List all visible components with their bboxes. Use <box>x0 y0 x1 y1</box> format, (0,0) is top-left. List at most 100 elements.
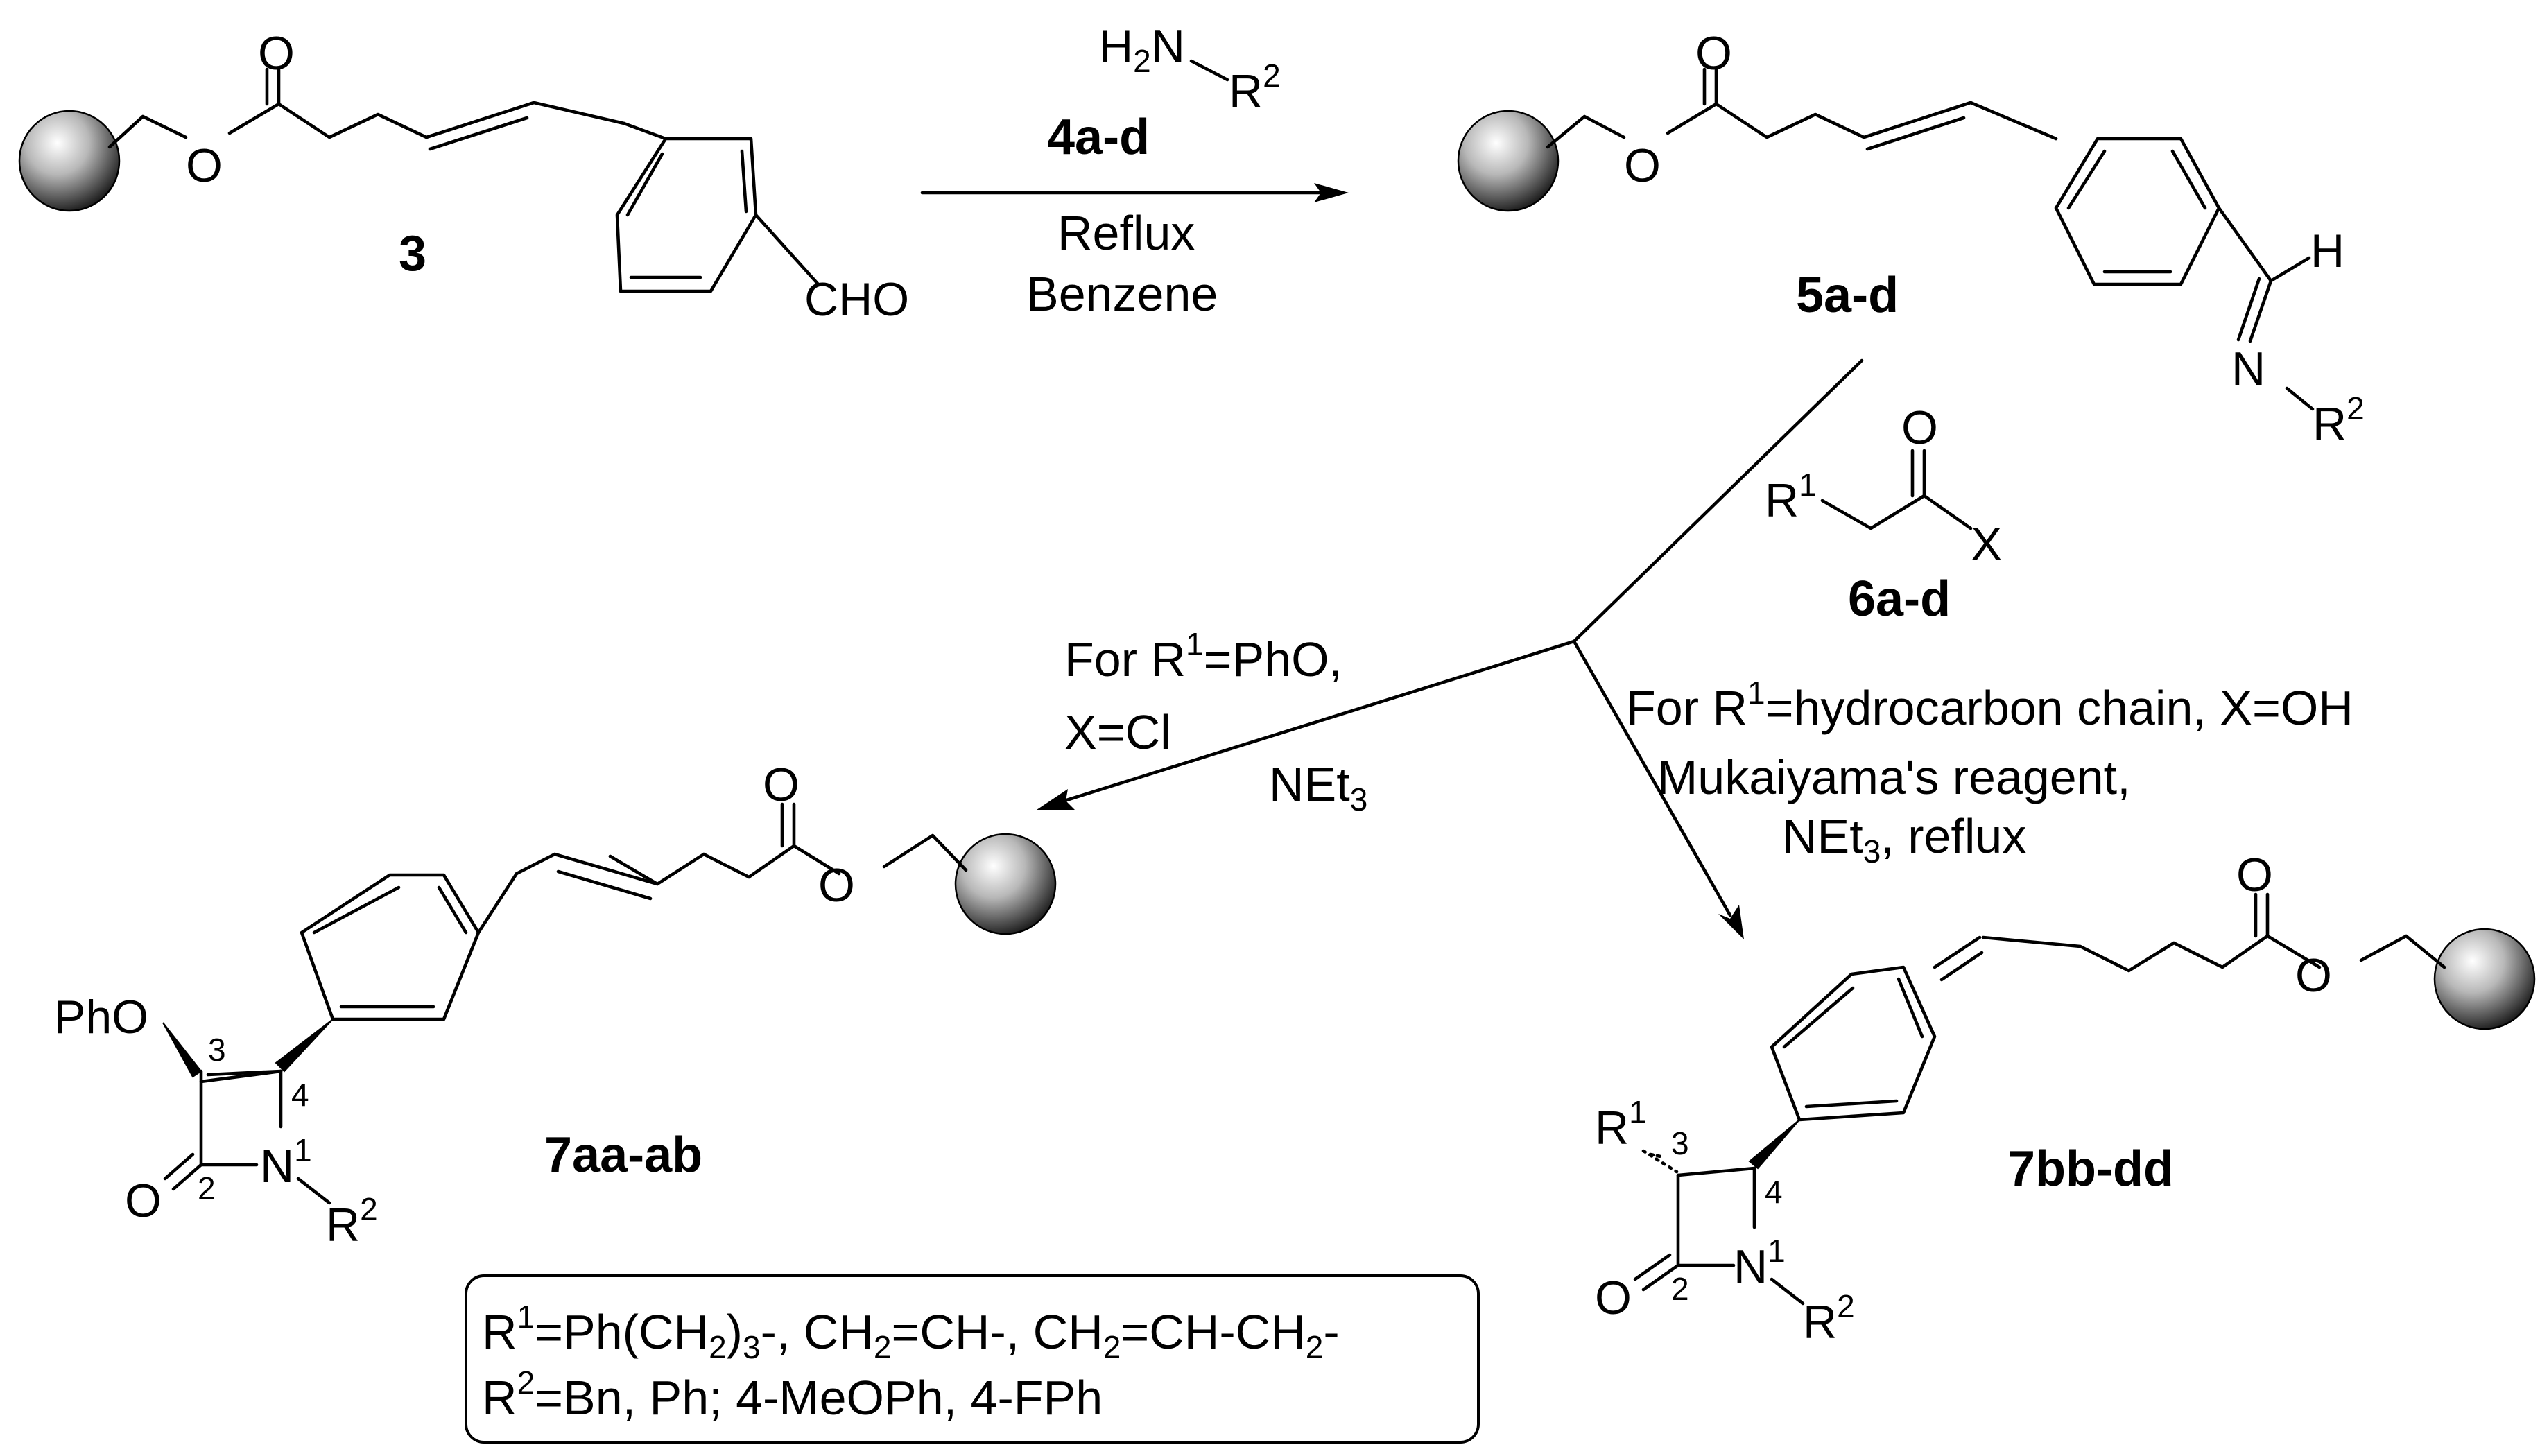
c6-r: R <box>1765 474 1799 527</box>
legend-r2: R <box>482 1371 517 1425</box>
compound-5-label: 5a-d <box>1796 268 1899 323</box>
legend-r1-part-d: =CH-, CH <box>891 1305 1103 1359</box>
amine-r: R <box>1229 65 1263 118</box>
compound-6-structure: R1 O X 6a-d <box>1765 401 2002 627</box>
left-condition-base-subscript: 3 <box>1350 781 1368 817</box>
right-condition-r1: For R <box>1626 681 1747 735</box>
svg-text:R1=Ph(CH2)3-, CH2=CH-, CH2=CH-: R1=Ph(CH2)3-, CH2=CH-, CH2=CH-CH2- <box>482 1299 1340 1365</box>
c5-r-superscript: 2 <box>2347 390 2365 426</box>
svg-text:R2: R2 <box>326 1191 378 1251</box>
legend-r1-sub3: 2 <box>874 1329 892 1365</box>
right-condition-base: NEt <box>1782 809 1863 863</box>
right-condition-r1-value: =hydrocarbon chain, X=OH <box>1765 681 2353 735</box>
legend-r1-part-a: =Ph(CH <box>535 1305 709 1359</box>
c7b-locant-3: 3 <box>1671 1125 1689 1161</box>
c7b-lactam-nitrogen: N <box>1734 1240 1768 1293</box>
c7a-r-superscript: 2 <box>360 1191 378 1227</box>
right-condition-reflux: , reflux <box>1881 809 2026 863</box>
svg-text:For R1=hydrocarbon chain, X=OH: For R1=hydrocarbon chain, X=OH <box>1626 675 2353 735</box>
legend-r1-part-c: -, CH <box>761 1305 874 1359</box>
c5-carbonyl-oxygen: O <box>1695 27 1732 80</box>
c6-carbonyl-oxygen: O <box>1901 401 1938 454</box>
svg-text:N1: N1 <box>260 1132 312 1193</box>
compound-3-label: 3 <box>399 226 426 281</box>
resin-bead-icon <box>2433 928 2536 1030</box>
c6-r-superscript: 1 <box>1799 467 1817 503</box>
c7b-r1: R <box>1595 1102 1629 1154</box>
condition-benzene: Benzene <box>1026 267 1218 321</box>
c7b-ester-oxygen: O <box>2295 949 2332 1002</box>
legend-r1-part-f: - <box>1323 1305 1339 1359</box>
c7a-phenoxy: PhO <box>54 991 148 1043</box>
resin-bead-icon <box>18 110 121 212</box>
svg-text:R2: R2 <box>1803 1288 1855 1349</box>
legend-r2-superscript: 2 <box>517 1364 535 1401</box>
c7b-carbonyl-oxygen: O <box>2236 849 2273 901</box>
amine-h: H <box>1099 20 1133 73</box>
resin-bead-icon <box>1457 110 1560 212</box>
svg-text:H2N: H2N <box>1099 20 1185 79</box>
compound-7aa-ab-label: 7aa-ab <box>544 1127 702 1183</box>
c3-formyl-group: CHO <box>804 273 909 326</box>
c3-ester-oxygen: O <box>186 139 223 192</box>
left-condition-r1: For R <box>1064 632 1186 686</box>
legend-r1-part-b: ) <box>727 1305 743 1359</box>
svg-text:R2=Bn, Ph; 4-MeOPh, 4-FPh: R2=Bn, Ph; 4-MeOPh, 4-FPh <box>482 1364 1103 1425</box>
amine-n: N <box>1151 20 1185 73</box>
left-condition-x: X=Cl <box>1064 705 1171 759</box>
compound-7bb-dd-label: 7bb-dd <box>2007 1141 2174 1197</box>
c5-imine-hydrogen: H <box>2310 225 2344 277</box>
left-condition-base: NEt <box>1269 757 1350 811</box>
left-condition-r1-value: =PhO, <box>1204 632 1342 686</box>
c7b-lactam-oxygen: O <box>1595 1272 1632 1324</box>
legend-r1-sub4: 2 <box>1103 1329 1121 1365</box>
legend-r1-sub1: 2 <box>709 1329 727 1365</box>
svg-text:NEt3: NEt3 <box>1269 757 1367 817</box>
branch-arrows <box>1037 358 1864 939</box>
c7a-carbonyl-oxygen: O <box>763 759 800 811</box>
svg-text:N1: N1 <box>1734 1233 1786 1293</box>
c5-imine-nitrogen: N <box>2231 343 2265 395</box>
c7b-r-superscript: 2 <box>1837 1288 1855 1324</box>
c7b-r: R <box>1803 1296 1837 1349</box>
c7a-locant-4: 4 <box>291 1077 309 1113</box>
resin-bead-icon <box>954 833 1057 935</box>
legend-r1-sub5: 2 <box>1306 1329 1324 1365</box>
step1-reaction-arrow <box>920 183 1349 202</box>
c3-carbonyl-oxygen: O <box>258 27 295 80</box>
compound-7aa-ab-structure: PhO 3 4 2 N1 O R2 O O 7aa-ab <box>54 759 1057 1251</box>
legend-r1-sub2: 3 <box>743 1329 761 1365</box>
compound-7bb-dd-structure: R1 3 4 2 N1 O R2 O O 7bb-dd <box>1595 849 2536 1349</box>
legend-r2-values: =Bn, Ph; 4-MeOPh, 4-FPh <box>535 1371 1103 1425</box>
right-condition-base-subscript: 3 <box>1863 833 1881 869</box>
c7a-ester-oxygen: O <box>818 859 855 912</box>
c7b-locant-2: 2 <box>1671 1271 1689 1307</box>
compound-6-label: 6a-d <box>1848 571 1951 627</box>
compound-3-structure: O O CHO 3 <box>18 27 909 326</box>
c7a-locant-1: 1 <box>294 1132 312 1168</box>
c7b-r1-superscript: 1 <box>1629 1094 1647 1130</box>
c5-r: R <box>2313 398 2347 451</box>
step1-amine-reagent: H2N R2 <box>1099 20 1281 118</box>
c7a-locant-2: 2 <box>198 1170 216 1206</box>
svg-text:R1: R1 <box>1595 1094 1647 1154</box>
legend-r1: R <box>482 1305 517 1359</box>
svg-text:NEt3, reflux: NEt3, reflux <box>1782 809 2026 869</box>
right-condition-r1-superscript: 1 <box>1747 675 1765 711</box>
legend-r1-part-e: =CH-CH <box>1121 1305 1305 1359</box>
c7a-r: R <box>326 1199 360 1251</box>
svg-text:For R1=PhO,: For R1=PhO, <box>1064 626 1342 686</box>
compound-5-structure: O O H N R2 5a-d <box>1457 27 2365 451</box>
c7b-locant-4: 4 <box>1765 1174 1783 1210</box>
condition-reflux: Reflux <box>1057 206 1195 260</box>
c5-ester-oxygen: O <box>1624 139 1661 192</box>
c7a-lactam-nitrogen: N <box>260 1140 294 1193</box>
substituent-legend: R1=Ph(CH2)3-, CH2=CH-, CH2=CH-CH2- R2=Bn… <box>465 1274 1480 1444</box>
amine-h-subscript: 2 <box>1133 43 1151 79</box>
c7b-locant-1: 1 <box>1768 1233 1786 1269</box>
legend-r1-superscript: 1 <box>517 1299 535 1335</box>
c7a-locant-3: 3 <box>208 1032 226 1068</box>
svg-text:R2: R2 <box>1229 58 1281 118</box>
amine-r-superscript: 2 <box>1263 58 1281 94</box>
